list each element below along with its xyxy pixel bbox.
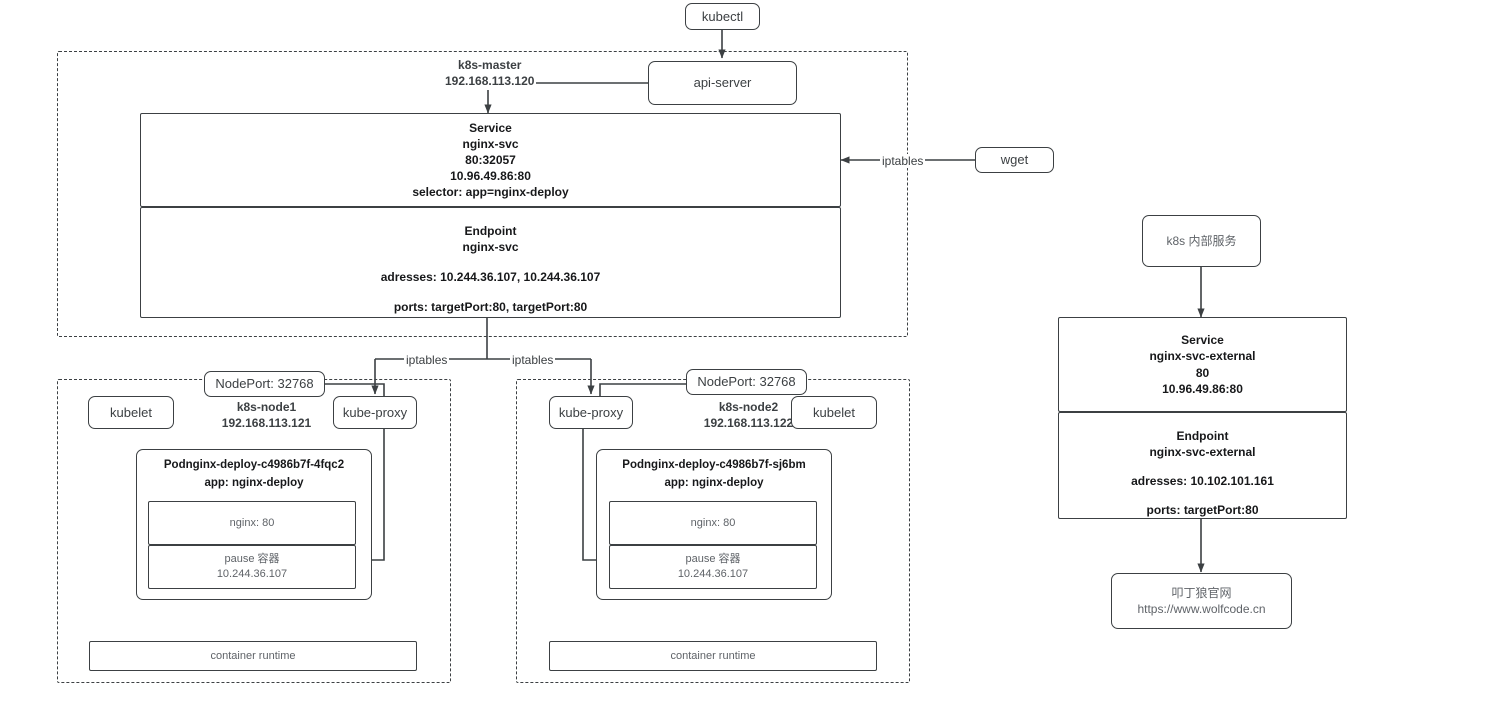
node2-container-nginx[interactable]: nginx: 80 <box>609 501 817 545</box>
external-service-name: nginx-svc-external <box>1149 349 1256 364</box>
api-server-label: api-server <box>693 75 752 91</box>
node1-container-runtime-box[interactable]: container runtime <box>89 641 417 671</box>
master-endpoint-box[interactable]: Endpoint nginx-svc adresses: 10.244.36.1… <box>140 207 841 318</box>
node2-kube-proxy-label: kube-proxy <box>558 404 624 420</box>
node1-container-nginx[interactable]: nginx: 80 <box>148 501 356 545</box>
node2-container-nginx-label: nginx: 80 <box>690 516 736 529</box>
node1-pod-title: Podnginx-deploy-c4986b7f-4fqc2 <box>163 459 345 471</box>
wolfcode-site-line2: https://www.wolfcode.cn <box>1137 602 1266 616</box>
node2-container-runtime-box[interactable]: container runtime <box>549 641 877 671</box>
master-service-box[interactable]: Service nginx-svc 80:32057 10.96.49.86:8… <box>140 113 841 207</box>
wget-label: wget <box>1000 152 1029 168</box>
master-service-clusterip: 10.96.49.86:80 <box>450 169 531 184</box>
master-endpoint-addresses: adresses: 10.244.36.107, 10.244.36.107 <box>380 270 601 285</box>
node2-pod-title: Podnginx-deploy-c4986b7f-sj6bm <box>622 459 806 471</box>
external-endpoint-box[interactable]: Endpoint nginx-svc-external adresses: 10… <box>1058 412 1347 519</box>
node2-name-line1: k8s-node2 <box>718 400 779 414</box>
node2-name: k8s-node2 192.168.113.122 <box>664 398 833 432</box>
node2-kubelet-label: kubelet <box>813 404 855 420</box>
master-endpoint-name: nginx-svc <box>462 240 519 255</box>
iptables-label-wget: iptables <box>880 154 926 168</box>
master-service-ports: 80:32057 <box>465 152 516 167</box>
master-service-title: Service <box>469 120 512 135</box>
external-service-port: 80 <box>1195 365 1210 380</box>
node1-kube-proxy-label: kube-proxy <box>342 404 408 420</box>
kubectl-box[interactable]: kubectl <box>685 3 760 30</box>
node2-kube-proxy-box[interactable]: kube-proxy <box>549 396 633 429</box>
node2-kubelet-box[interactable]: kubelet <box>791 396 877 429</box>
node1-container-pause-line1: pause 容器 <box>224 553 280 566</box>
wget-box[interactable]: wget <box>975 147 1054 173</box>
external-endpoint-addresses: adresses: 10.102.101.161 <box>1131 474 1274 489</box>
kubectl-label: kubectl <box>701 8 744 24</box>
node2-container-pause-line1: pause 容器 <box>685 553 741 566</box>
node1-nodeport-label: NodePort: 32768 <box>215 376 314 392</box>
node1-kubelet-label: kubelet <box>110 404 152 420</box>
master-endpoint-title: Endpoint <box>464 224 517 238</box>
node1-container-nginx-label: nginx: 80 <box>229 516 275 529</box>
k8s-internal-service-label: k8s 内部服务 <box>1166 233 1237 248</box>
node2-container-pause[interactable]: pause 容器 10.244.36.107 <box>609 545 817 589</box>
node2-nodeport-label: NodePort: 32768 <box>697 374 796 390</box>
external-endpoint-title: Endpoint <box>1176 429 1229 443</box>
node1-container-pause[interactable]: pause 容器 10.244.36.107 <box>148 545 356 589</box>
external-service-box[interactable]: Service nginx-svc-external 80 10.96.49.8… <box>1058 317 1347 412</box>
node2-container-pause-line2: 10.244.36.107 <box>677 568 749 580</box>
node2-name-line2: 192.168.113.122 <box>703 416 794 431</box>
master-name: k8s-master 192.168.113.120 <box>443 56 537 91</box>
master-name-line1: k8s-master <box>458 58 522 72</box>
master-service-name: nginx-svc <box>462 136 519 151</box>
wolfcode-site-line1: 叩丁狼官网 <box>1171 585 1232 600</box>
node2-nodeport-box[interactable]: NodePort: 32768 <box>686 369 807 395</box>
node1-kubelet-box[interactable]: kubelet <box>88 396 174 429</box>
node1-nodeport-box[interactable]: NodePort: 32768 <box>204 371 325 397</box>
node1-pod-app: app: nginx-deploy <box>204 476 304 489</box>
external-service-title: Service <box>1181 333 1224 348</box>
iptables-label-node2: iptables <box>510 353 556 367</box>
node1-kube-proxy-box[interactable]: kube-proxy <box>333 396 417 429</box>
k8s-master-boundary <box>57 51 908 337</box>
node1-container-runtime-label: container runtime <box>210 649 296 662</box>
node2-container-runtime-label: container runtime <box>670 649 756 662</box>
node1-container-pause-line2: 10.244.36.107 <box>216 568 288 580</box>
api-server-box[interactable]: api-server <box>648 61 797 105</box>
wolfcode-site-box[interactable]: 叩丁狼官网 https://www.wolfcode.cn <box>1111 573 1292 629</box>
master-name-line2: 192.168.113.120 <box>445 74 535 89</box>
master-endpoint-ports: ports: targetPort:80, targetPort:80 <box>393 299 588 314</box>
node1-name-line2: 192.168.113.121 <box>221 416 312 431</box>
external-service-clusterip: 10.96.49.86:80 <box>1162 381 1243 396</box>
iptables-label-node1: iptables <box>404 353 450 367</box>
node1-name-line1: k8s-node1 <box>236 400 297 414</box>
node2-pod-app: app: nginx-deploy <box>664 476 764 489</box>
external-endpoint-name: nginx-svc-external <box>1149 445 1256 460</box>
external-endpoint-ports: ports: targetPort:80 <box>1146 502 1259 517</box>
master-service-selector: selector: app=nginx-deploy <box>412 185 569 200</box>
k8s-internal-service-box[interactable]: k8s 内部服务 <box>1142 215 1261 267</box>
node1-name: k8s-node1 192.168.113.121 <box>204 398 329 432</box>
